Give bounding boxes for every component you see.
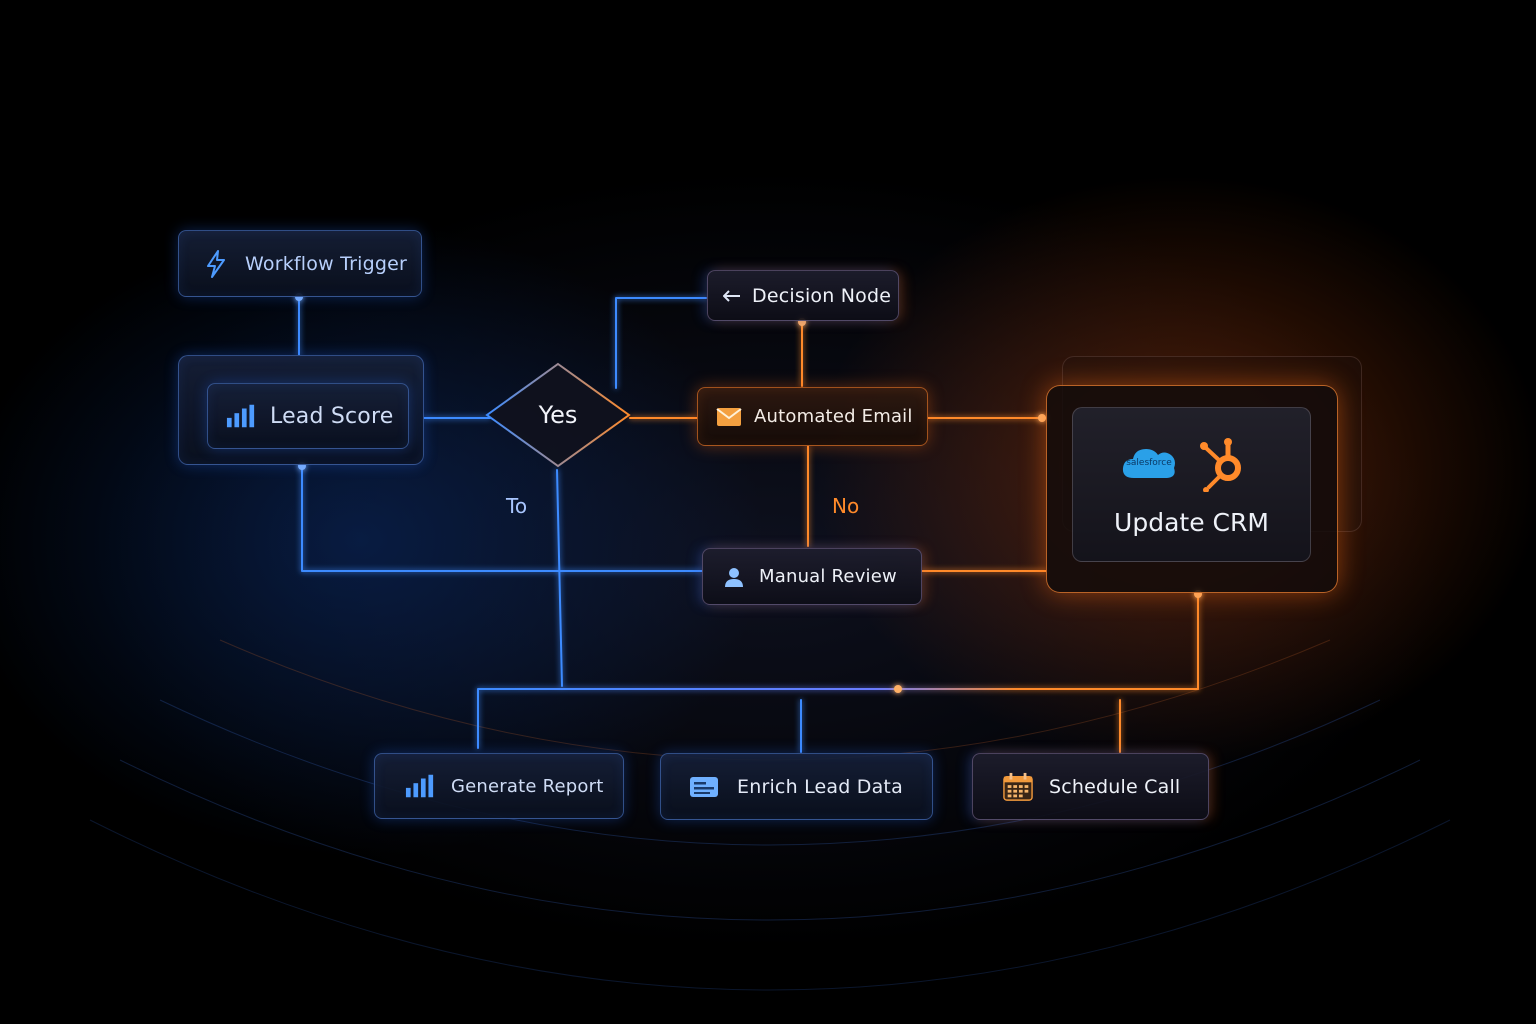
salesforce-logo-icon: salesforce — [1120, 444, 1178, 482]
manual-review-label: Manual Review — [759, 566, 897, 587]
user-icon — [719, 563, 749, 591]
enrich-lead-data-node[interactable]: Enrich Lead Data — [660, 753, 933, 820]
automated-email-node[interactable]: Automated Email — [697, 387, 928, 446]
enrich-lead-data-label: Enrich Lead Data — [737, 775, 903, 798]
hubspot-logo-icon — [1196, 436, 1252, 493]
arrow-left-icon — [722, 282, 742, 310]
lead-score-label: Lead Score — [270, 403, 394, 429]
bar-chart-icon — [405, 772, 435, 800]
decision-node[interactable]: Decision Node — [707, 270, 899, 321]
salesforce-logo-text: salesforce — [1126, 458, 1172, 468]
schedule-call-node[interactable]: Schedule Call — [972, 753, 1209, 820]
edge-label-no: No — [832, 494, 860, 518]
update-crm-inner-card — [1072, 407, 1311, 562]
bar-chart-icon — [226, 402, 256, 430]
lead-score-node[interactable]: Lead Score — [207, 383, 409, 449]
automated-email-label: Automated Email — [754, 406, 913, 427]
envelope-icon — [714, 403, 744, 431]
decision-node-label: Decision Node — [752, 284, 892, 307]
manual-review-node[interactable]: Manual Review — [702, 548, 922, 605]
workflow-trigger-node[interactable]: Workflow Trigger — [178, 230, 422, 297]
generate-report-node[interactable]: Generate Report — [374, 753, 624, 819]
workflow-trigger-label: Workflow Trigger — [245, 252, 408, 275]
data-card-icon — [689, 773, 719, 801]
schedule-call-label: Schedule Call — [1049, 775, 1181, 798]
update-crm-label: Update CRM — [1114, 508, 1269, 537]
decision-diamond[interactable]: Yes — [483, 360, 633, 470]
generate-report-label: Generate Report — [451, 775, 604, 797]
lightning-icon — [201, 249, 231, 278]
calendar-icon — [1003, 772, 1033, 801]
decision-yes-label: Yes — [538, 401, 578, 429]
edge-label-to: To — [506, 494, 528, 518]
